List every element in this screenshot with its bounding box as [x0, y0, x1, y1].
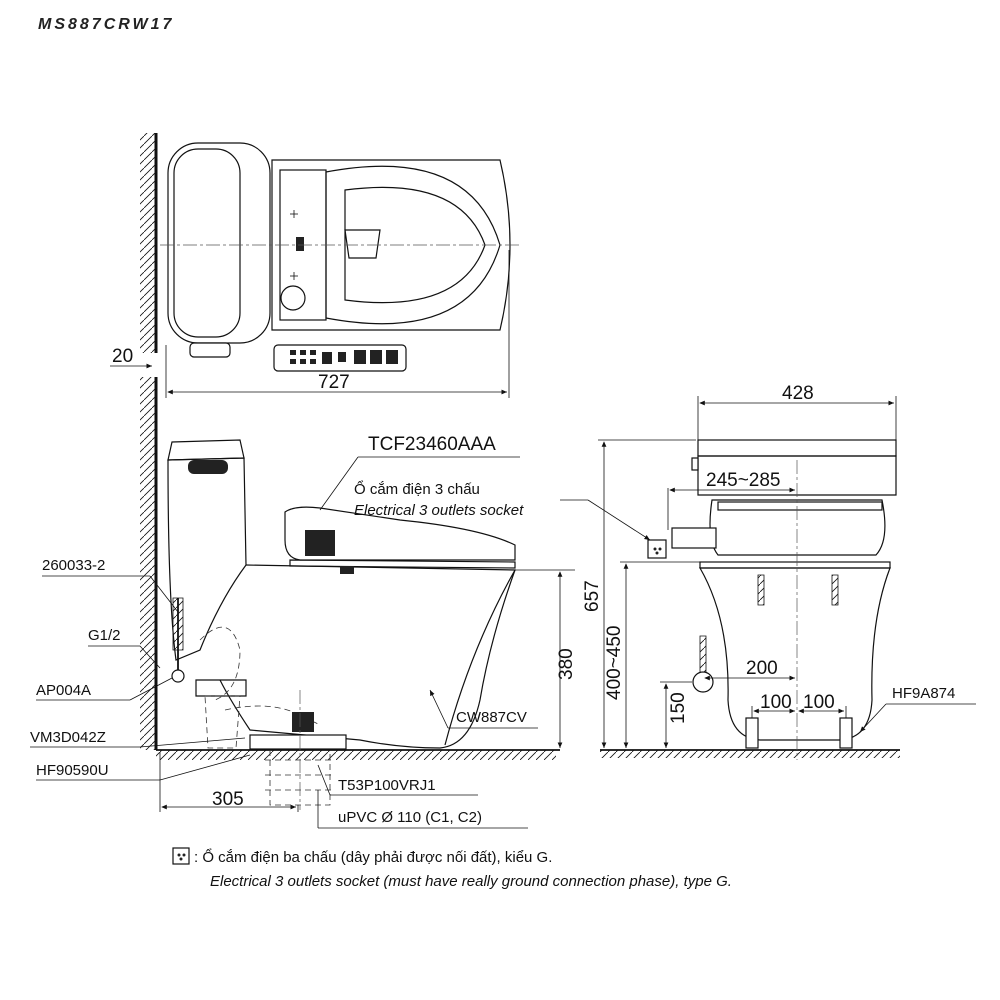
- part-flange: VM3D042Z: [30, 729, 106, 746]
- note-vi: : Ổ cắm điện ba chấu (dây phải được nối …: [194, 848, 552, 866]
- part-seat: TCF23460AAA: [368, 434, 496, 455]
- wall-hatch-top: [140, 133, 156, 353]
- socket-label-en: Electrical 3 outlets socket: [354, 502, 524, 519]
- dim-rim-height: 380: [556, 648, 577, 680]
- socket-icon: [647, 539, 667, 559]
- part-trap: T53P100VRJ1: [338, 777, 436, 794]
- part-pipe: uPVC Ø 110 (C1, C2): [338, 809, 482, 826]
- dim-bolt-right: 100: [803, 692, 835, 713]
- dim-center-offset: 200: [746, 658, 778, 679]
- part-thread: G1/2: [88, 627, 121, 644]
- part-hose: 260033-2: [42, 557, 105, 574]
- dim-wall-gap: 20: [112, 346, 133, 367]
- tank-top: [167, 142, 271, 344]
- part-bolt: HF9A874: [892, 685, 955, 702]
- wall-hatch-side: [140, 377, 156, 750]
- side-view: 380 305 TCF23460AAA Ổ cắm điện 3 chấu El…: [30, 377, 651, 829]
- dim-supply-height: 150: [668, 692, 689, 724]
- front-view: 428 245~285 657 400~450 150 200 100 100 …: [582, 383, 976, 760]
- dim-total-height: 657: [582, 580, 603, 612]
- dim-rough-in: 305: [212, 789, 244, 810]
- model-code: MS887CRW17: [38, 16, 174, 33]
- part-valve: AP004A: [36, 682, 91, 699]
- part-gasket: HF90590U: [36, 762, 109, 779]
- socket-label-vi: Ổ cắm điện 3 chấu: [354, 480, 480, 498]
- note-en: Electrical 3 outlets socket (must have r…: [210, 873, 732, 890]
- dim-seat-range: 245~285: [706, 470, 781, 491]
- socket-note: : Ổ cắm điện ba chấu (dây phải được nối …: [172, 847, 732, 890]
- top-view: 20 727: [110, 133, 520, 398]
- dim-front-width: 428: [782, 383, 814, 404]
- socket-symbol-icon: [172, 847, 190, 865]
- dim-top-length: 727: [318, 372, 350, 393]
- part-bowl: CW887CV: [456, 709, 527, 726]
- dim-bolt-left: 100: [760, 692, 792, 713]
- dim-rim-range: 400~450: [604, 626, 625, 701]
